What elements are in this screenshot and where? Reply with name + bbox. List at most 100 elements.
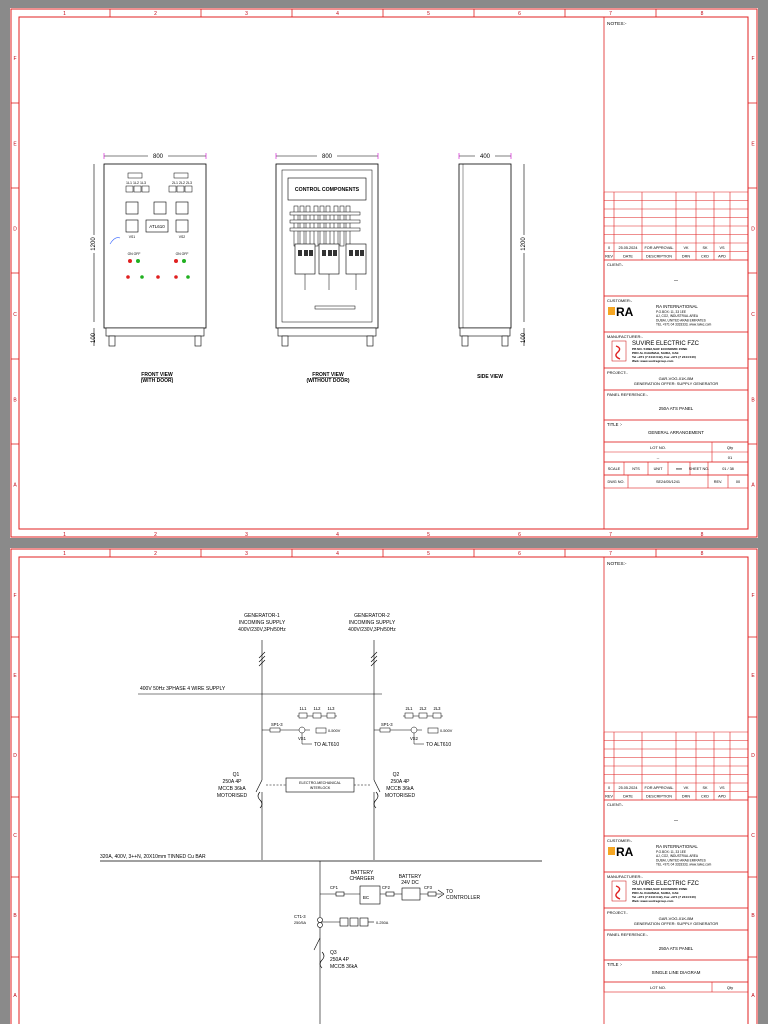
customer-address-line: P.O.BOX: 11, 33 1EE [656,310,686,314]
customer-label: CUSTOMER:- [607,838,633,843]
vs1-label-sld: VS1 [298,736,307,741]
manufacturer-address-line: Tel +971 (7 2444 042), Fax +971 (7 2444 … [632,895,696,899]
cf1-label: CF1 [330,885,339,890]
battery-l1: BATTERY [399,874,422,880]
customer-logo: RA [616,845,634,859]
grid-row-label: F [751,593,754,599]
on-off-left: ON OFF [128,252,141,256]
q2-motor: MOTORISED [385,793,416,799]
rev-cell: 0 [608,786,610,790]
battery-charger-l1: BATTERY [351,870,374,876]
client-label: CLIENT:- [607,262,624,267]
q3-id: Q3 [330,950,337,956]
panel-ref-label: PANEL REFERENCE:- [607,392,649,397]
project-line: GENERATION OFFER: SUPPLY GENERATOR [634,921,719,926]
phase-2l3: 2L3 [434,706,442,711]
grid-row-label: B [751,913,755,919]
grid-row-label: F [751,56,754,62]
q3-rating: 250A 4P [330,957,350,963]
lot-no-label: LOT NO. [650,445,666,450]
scale-value: NTS [632,467,640,471]
customer-address-line: AJ, CO2, INDUSTRIAL AREA [656,314,699,318]
rev-header: DRN [682,255,690,259]
grid-row-label: B [13,913,17,919]
grid-col-label: 3 [245,532,248,538]
vs2-label-sld: VS2 [410,736,419,741]
front-view-caption: FRONT VIEW [141,372,173,378]
grid-col-label: 5 [427,11,430,17]
grid-row-label: E [751,142,755,148]
front-view-caption-sub: (WITH DOOR) [141,378,174,384]
sp1-label: SP1-3 [271,722,283,727]
sheet-label: SHEET NO. [689,467,709,471]
gen2-title: GENERATOR-2 [354,613,390,619]
gen2-rating: 400V/230V,3Ph/50Hz [348,627,396,633]
phase-2l2: 2L2 [420,706,428,711]
dim-height-front: 1200 [91,237,97,251]
grid-col-label: 2 [154,551,157,557]
generator-1-supply: GENERATOR-1 INCOMING SUPPLY 400V/230V,3P… [238,613,286,633]
gen2-phases: 2L1 2L2 2L3 [406,706,442,711]
gen1-title: GENERATOR-1 [244,613,280,619]
rev-value: 00 [736,480,740,484]
manufacturer-address-line: PRO AL KHAIMAH, SAIDA, UAE [632,351,679,355]
grid-row-label: C [751,833,755,839]
drawing-title: SINGLE LINE DIAGRAM [652,970,701,975]
rev-header: REV [605,255,613,259]
grid-col-label: 4 [336,532,339,538]
customer-name: RA INTERNATIONAL [656,844,698,849]
customer-address-line: AJ, CO2, INDUSTRIAL AREA [656,854,699,858]
interlock-l1: ELECTRO-MECHANICAL [299,781,341,785]
rev-cell: FOR APPROVAL [644,246,673,250]
q1-id: Q1 [233,772,240,778]
grid-col-label: 1 [63,11,66,17]
grid-row-label: C [13,833,17,839]
vrange-2: 0-500V [440,729,453,733]
panel-ref-value: 250A ATS PANEL [659,946,694,951]
rev-cell: 0 [608,246,610,250]
manufacturer-label: MANUFACTURER:- [607,334,643,339]
rev-header: DESCRIPTION [646,795,672,799]
q1-motor: MOTORISED [217,793,248,799]
customer-address-line: DUBAI, UNITED ARAB EMIRATES [656,318,706,322]
dim-width-side: 400 [480,154,491,160]
interlock-l2: INTERLOCK [310,786,331,790]
rev-cell: 25.05.2024 [618,786,637,790]
manufacturer-address-line: PRO AL KHAIMAH, SAIDA, UAE [632,891,679,895]
grid-row-label: A [13,993,17,999]
rev-cell: SK [702,246,708,250]
rev-header: DRN [682,795,690,799]
dim-base-front: 100 [91,332,97,343]
on-off-right: ON OFF [176,252,189,256]
customer-logo: RA [616,305,634,319]
dim-height-side: 1200 [521,237,527,251]
customer-name: RA INTERNATIONAL [656,304,698,309]
grid-col-label: 6 [518,11,521,17]
customer-address-line: TEL +971 04 3333333, www.raiwc.com [656,323,712,327]
phase-2l1: 2L1 [406,706,414,711]
grid-row-label: D [751,227,755,233]
manufacturer-address-line: PB NO. 54892,SAIF ECONOMIC ZONE [632,347,687,351]
customer-address-line: P.O.BOX: 11, 33 1EE [656,850,686,854]
title-label: TITLE :- [607,962,623,967]
grid-col-label: 5 [427,532,430,538]
vs2-label: VS2 [179,235,186,239]
project-line: GAR-VOG-01K-BM [659,916,694,921]
busbar-label: 320A, 400V, 3++N, 20X10mm TINNED Cu BAR [100,854,206,860]
rev-header: DATE [623,795,633,799]
battery-l2: 24V DC [401,880,419,886]
grid-col-label: 2 [154,532,157,538]
side-view: 400 1200 100 SIDE VIEW [458,152,529,380]
generator-2-supply: GENERATOR-2 INCOMING SUPPLY 400V/230V,3P… [348,613,396,633]
ct-label: CT1-3 [294,914,306,919]
to-controller-l1: TO [446,889,453,895]
lot-no-label: LOT NO. [650,985,666,990]
cf3-label: CF3 [424,885,433,890]
q2-id: Q2 [393,772,400,778]
